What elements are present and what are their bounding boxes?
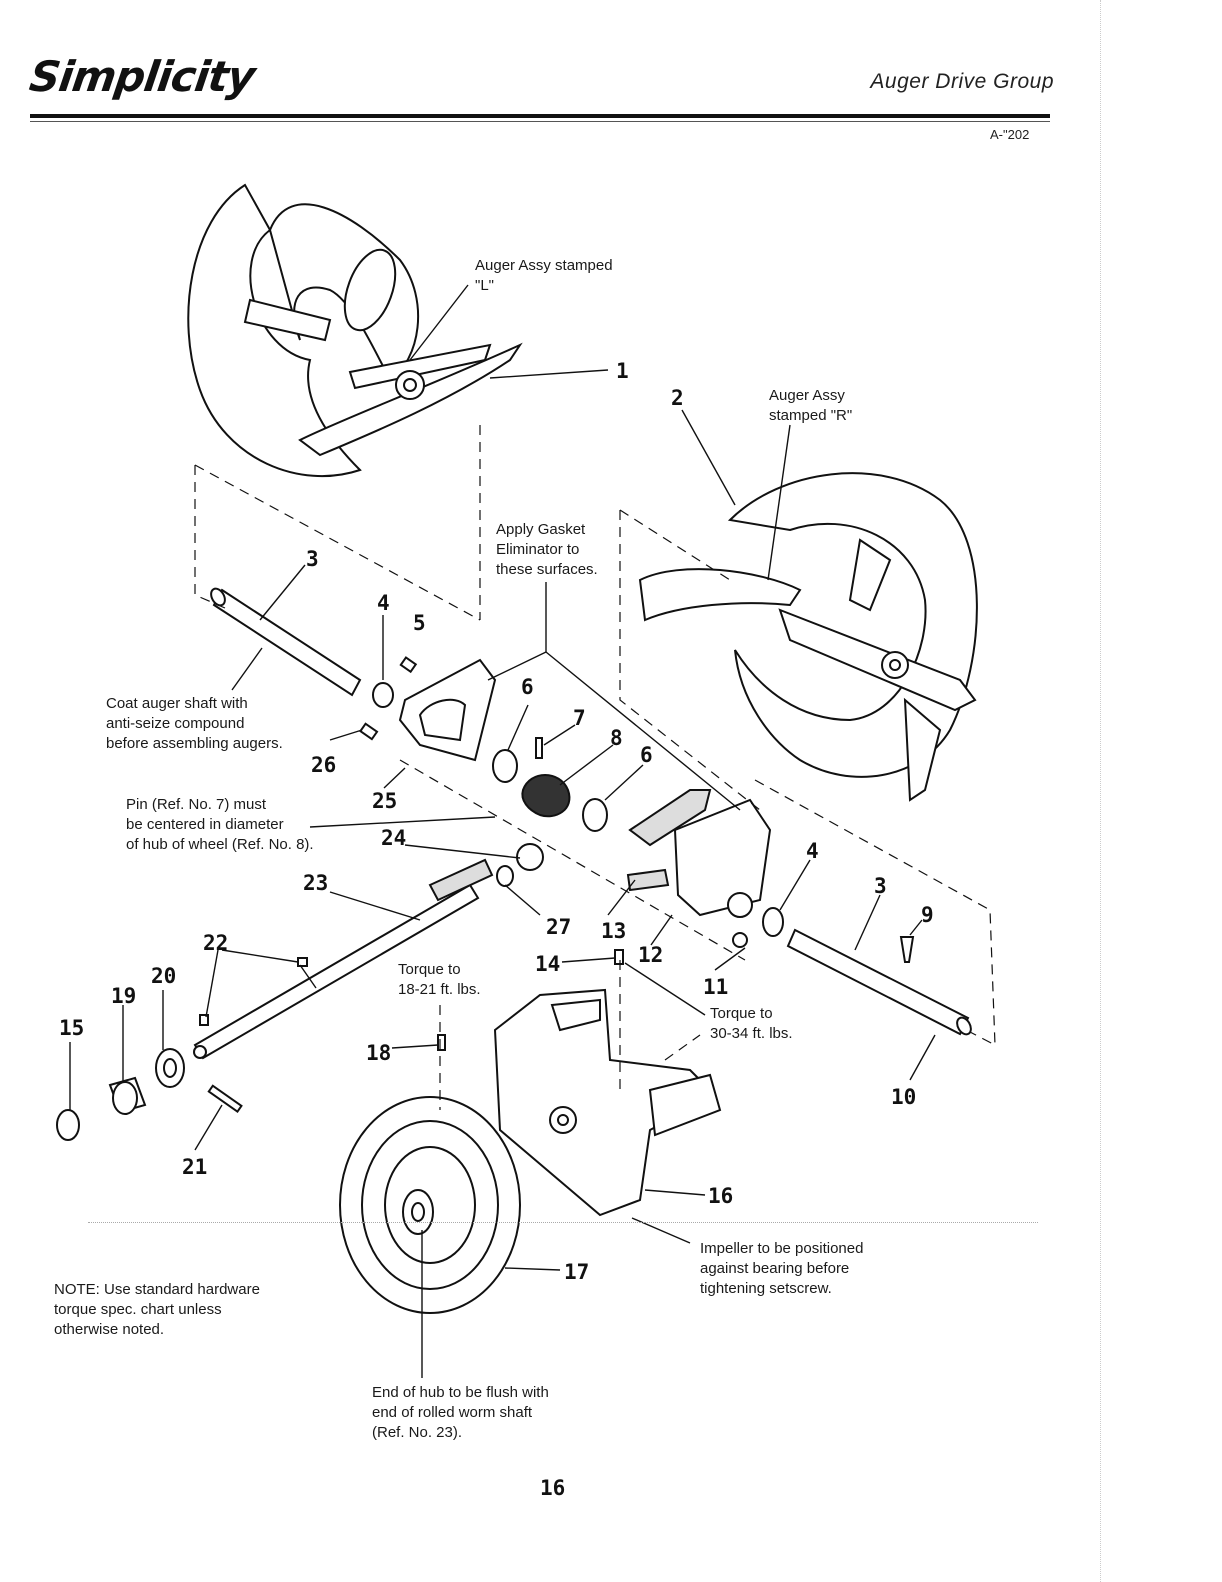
callout-19: 19 bbox=[111, 984, 136, 1008]
callout-4-left: 4 bbox=[377, 591, 390, 615]
note-pin-centered: Pin (Ref. No. 7) must be centered in dia… bbox=[126, 796, 314, 853]
bolt-26 bbox=[359, 722, 379, 741]
callout-10: 10 bbox=[891, 1085, 916, 1109]
callout-6-right: 6 bbox=[640, 743, 653, 767]
key-22-upper bbox=[297, 957, 308, 967]
callout-9: 9 bbox=[921, 903, 934, 927]
worm-wheel-8 bbox=[521, 774, 571, 818]
callout-23: 23 bbox=[303, 871, 328, 895]
callout-3-left: 3 bbox=[306, 547, 319, 571]
callout-26: 26 bbox=[311, 753, 336, 777]
callout-6-left: 6 bbox=[521, 675, 534, 699]
callout-3-right: 3 bbox=[874, 874, 887, 898]
document-code: A-"202 bbox=[990, 127, 1030, 142]
callout-8: 8 bbox=[610, 726, 623, 750]
header-rule bbox=[30, 114, 1050, 118]
note-torque-18: Torque to 18-21 ft. lbs. bbox=[398, 961, 481, 998]
washers-and-bearings bbox=[359, 656, 915, 965]
callout-4-right: 4 bbox=[806, 839, 819, 863]
note-impeller: Impeller to be positioned against bearin… bbox=[700, 1240, 864, 1297]
worm-shaft-part bbox=[193, 858, 494, 1060]
callout-20: 20 bbox=[151, 964, 176, 988]
bushing-24 bbox=[516, 843, 544, 871]
auger-shaft-left-part bbox=[210, 587, 362, 697]
callout-27: 27 bbox=[546, 915, 571, 939]
pulley-part bbox=[339, 1096, 521, 1314]
shaft-hardware bbox=[56, 957, 446, 1141]
auger-shaft-right-part bbox=[786, 928, 972, 1036]
note-auger-left: Auger Assy stamped "L" bbox=[475, 257, 613, 294]
callout-18: 18 bbox=[366, 1041, 391, 1065]
auger-right-part bbox=[638, 472, 978, 802]
alignment-dash-lines bbox=[194, 425, 996, 1110]
pin-7 bbox=[535, 737, 543, 759]
callout-labels: 1 2 3 4 5 26 6 7 8 6 25 24 4 3 9 23 27 1… bbox=[59, 359, 934, 1284]
callout-25: 25 bbox=[372, 789, 397, 813]
section-divider bbox=[88, 1222, 1038, 1223]
note-standard-hardware: NOTE: Use standard hardware torque spec.… bbox=[54, 1281, 260, 1338]
callout-24: 24 bbox=[381, 826, 406, 850]
screw-14 bbox=[614, 949, 624, 965]
callout-17: 17 bbox=[564, 1260, 589, 1284]
auger-left-part bbox=[187, 183, 523, 478]
key-21 bbox=[207, 1084, 243, 1113]
callout-15: 15 bbox=[59, 1016, 84, 1040]
callout-21: 21 bbox=[182, 1155, 207, 1179]
callout-12: 12 bbox=[638, 943, 663, 967]
washer-6-left bbox=[492, 749, 518, 783]
nut-11 bbox=[732, 932, 748, 948]
page-number: 16 bbox=[540, 1476, 566, 1500]
note-coat-shaft: Coat auger shaft with anti-seize compoun… bbox=[106, 695, 283, 752]
note-hub-flush: End of hub to be flush with end of rolle… bbox=[372, 1384, 549, 1441]
bearing-4-left bbox=[372, 682, 394, 708]
leader-lines bbox=[69, 284, 936, 1378]
header-rule-thin bbox=[30, 121, 1050, 122]
note-gasket: Apply Gasket Eliminator to these surface… bbox=[496, 521, 598, 578]
bracket-part bbox=[493, 988, 722, 1217]
callout-11: 11 bbox=[703, 975, 728, 999]
gear-case-right-half-part bbox=[626, 789, 772, 918]
bearing-4-right bbox=[762, 907, 784, 937]
callout-2: 2 bbox=[671, 386, 684, 410]
pin-9 bbox=[899, 936, 915, 963]
callout-14: 14 bbox=[535, 952, 560, 976]
page-edge-line bbox=[1100, 0, 1101, 1582]
gear-case-left-half-part bbox=[398, 658, 497, 762]
callout-5: 5 bbox=[413, 611, 426, 635]
callout-7: 7 bbox=[573, 706, 586, 730]
note-torque-30: Torque to 30-34 ft. lbs. bbox=[710, 1005, 793, 1042]
washer-6-right bbox=[582, 798, 608, 832]
callout-22: 22 bbox=[203, 931, 228, 955]
callout-16: 16 bbox=[708, 1184, 733, 1208]
note-auger-right: Auger Assy stamped "R" bbox=[769, 387, 853, 424]
ring-15 bbox=[56, 1109, 80, 1141]
nut-27 bbox=[496, 865, 514, 887]
section-title: Auger Drive Group bbox=[870, 70, 1054, 93]
setscrew-5 bbox=[399, 656, 418, 674]
callout-1: 1 bbox=[616, 359, 629, 383]
callout-13: 13 bbox=[601, 919, 626, 943]
key-22-lower bbox=[199, 1014, 209, 1026]
screw-18 bbox=[437, 1034, 446, 1051]
